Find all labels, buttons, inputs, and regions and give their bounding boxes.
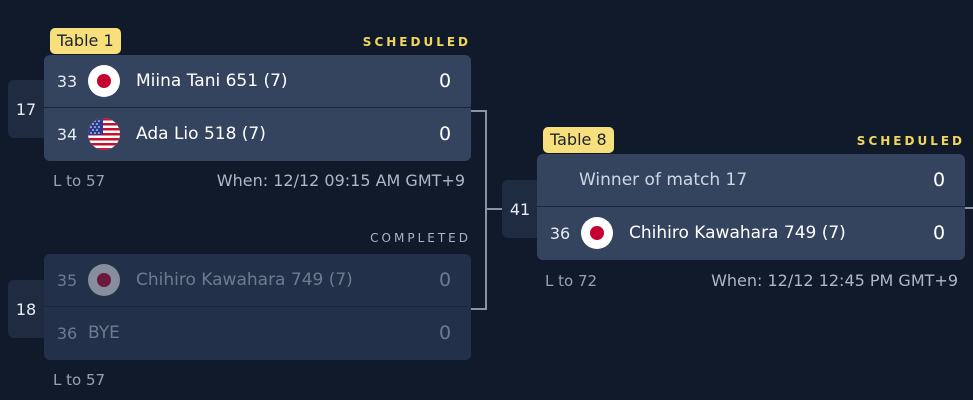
player-name: Ada Lio 518 (7) xyxy=(136,124,266,144)
japan-flag-icon xyxy=(88,264,120,296)
match-card-18[interactable]: 35 Chihiro Kawahara 749 (7) 0 36 BYE 0 xyxy=(44,254,471,360)
player-row[interactable]: 33 Miina Tani 651 (7) 0 xyxy=(44,55,471,108)
match-time: When: 12/12 09:15 AM GMT+9 xyxy=(216,171,465,190)
player-row[interactable]: 34 Ada Lio 518 (7) xyxy=(44,108,471,160)
player-name: Miina Tani 651 (7) xyxy=(136,71,288,91)
status-scheduled: SCHEDULED xyxy=(362,35,471,49)
player-score: 0 xyxy=(438,70,452,92)
table-tag: Table 8 xyxy=(543,127,614,153)
match-number: 17 xyxy=(8,80,44,138)
match-number: 41 xyxy=(502,180,538,238)
usa-flag-icon xyxy=(88,118,120,150)
player-score: 0 xyxy=(438,123,452,145)
seed-number: 36 xyxy=(56,323,78,343)
japan-flag-icon xyxy=(581,217,613,249)
player-name: BYE xyxy=(88,323,120,343)
seed-number: 35 xyxy=(56,270,78,290)
player-name: Chihiro Kawahara 749 (7) xyxy=(136,270,353,290)
match-card-41[interactable]: Winner of match 17 0 36 Chihiro Kawahara… xyxy=(537,154,965,260)
player-name: Chihiro Kawahara 749 (7) xyxy=(629,223,846,243)
table-tag: Table 1 xyxy=(50,28,121,54)
seed-number: 36 xyxy=(549,223,571,243)
status-completed: COMPLETED xyxy=(370,231,471,245)
seed-number: 33 xyxy=(56,71,78,91)
player-score: 0 xyxy=(932,169,946,191)
player-row[interactable]: 35 Chihiro Kawahara 749 (7) 0 xyxy=(44,254,471,307)
winner-placeholder: Winner of match 17 xyxy=(579,170,748,190)
bracket-connector-line xyxy=(965,207,973,209)
loss-destination: L to 72 xyxy=(545,272,598,290)
seed-number: 34 xyxy=(56,124,78,144)
player-row[interactable]: 36 BYE 0 xyxy=(44,307,471,359)
status-scheduled: SCHEDULED xyxy=(856,134,965,148)
player-row[interactable]: 36 Chihiro Kawahara 749 (7) 0 xyxy=(537,207,965,259)
player-score: 0 xyxy=(438,269,452,291)
match-number: 18 xyxy=(8,280,44,338)
bracket-connector xyxy=(471,110,487,310)
player-score: 0 xyxy=(438,322,452,344)
japan-flag-icon xyxy=(88,65,120,97)
loss-destination: L to 57 xyxy=(53,172,106,190)
match-card-17[interactable]: 33 Miina Tani 651 (7) 0 34 xyxy=(44,55,471,161)
loss-destination: L to 57 xyxy=(53,371,106,389)
match-time: When: 12/12 12:45 PM GMT+9 xyxy=(711,271,958,290)
player-row[interactable]: Winner of match 17 0 xyxy=(537,154,965,207)
player-score: 0 xyxy=(932,222,946,244)
bracket-connector-line xyxy=(486,208,502,210)
